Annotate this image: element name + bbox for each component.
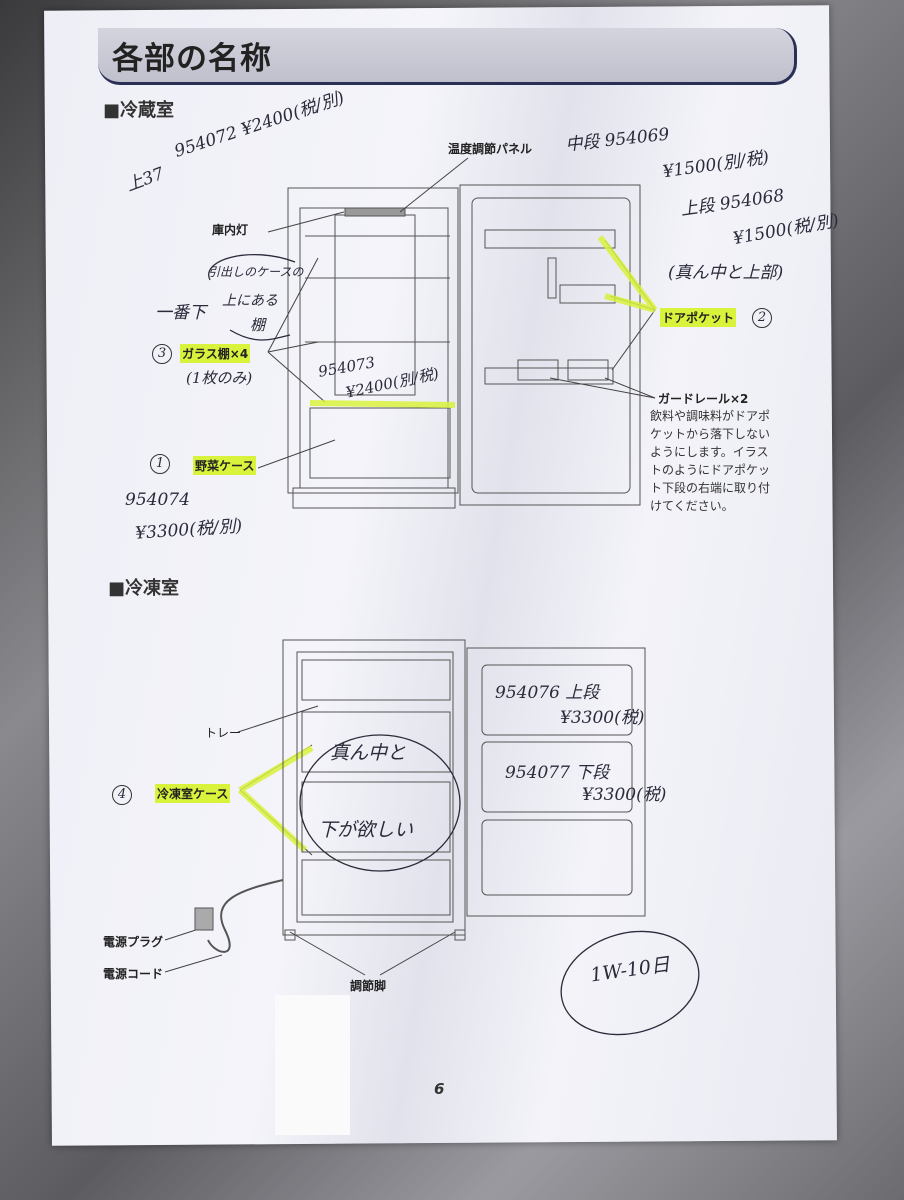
label-vegetable-case: 野菜ケース [193,456,257,475]
paper-label-patch [275,995,350,1135]
label-freezer-case: 冷凍室ケース [155,784,231,803]
label-power-plug: 電源プラグ [103,935,164,949]
guard-rail-description: 飲料や調味料がドアポケットから落下しないようにします。イラストのようにドアポケッ… [650,409,771,513]
hand-num-2: 2 [752,306,772,328]
highlighter-marks [237,235,658,853]
fridge-illustration [287,184,641,509]
freezer-illustration [194,639,646,953]
page-number: 6 [434,1080,445,1098]
hand-num-4: 4 [112,783,132,805]
label-tray: トレー [205,726,242,740]
label-light: 庫内灯 [212,223,249,237]
fridge-section-heading: ■冷蔵室 [103,100,175,121]
hand-drawn-marks [208,254,700,1036]
hand-shelf-note-2: 上にある [222,293,278,309]
hand-shelf-qty: (1枚のみ) [186,369,253,387]
hand-shelf-bottom: 一番下 [155,303,206,323]
hand-circle-note-2: 下が欲しい [318,819,414,841]
hand-price-954076: ¥3300(税) [560,708,645,728]
freezer-section-heading: ■冷凍室 [108,578,180,599]
hand-num-1: 1 [150,452,170,474]
hand-part-954076: 954076 上段 [495,683,600,703]
hand-circle-note-1: 真ん中と [330,742,407,764]
label-door-pocket: ドアポケット [660,308,737,327]
label-guard-rail: ガードレール×2 [658,392,749,406]
label-temp-panel: 温度調節パネル [448,142,533,156]
hand-pocket-note: (真ん中と上部) [668,263,784,283]
page-title: 各部の名称 [112,41,272,77]
hand-price-954077: ¥3300(税) [582,785,667,805]
label-adjustable-feet: 調節脚 [350,979,387,993]
hand-shelf-note-1: 引出しのケースの [208,265,304,279]
label-power-cord: 電源コード [103,967,164,981]
hand-part-954074: 954074 [125,490,190,510]
hand-shelf-note-3: 棚 [250,316,266,334]
title-banner [98,28,797,85]
hand-part-954077: 954077 下段 [505,763,610,783]
label-glass-shelf: ガラス棚×4 [180,344,251,363]
hand-num-3: 3 [152,342,172,364]
